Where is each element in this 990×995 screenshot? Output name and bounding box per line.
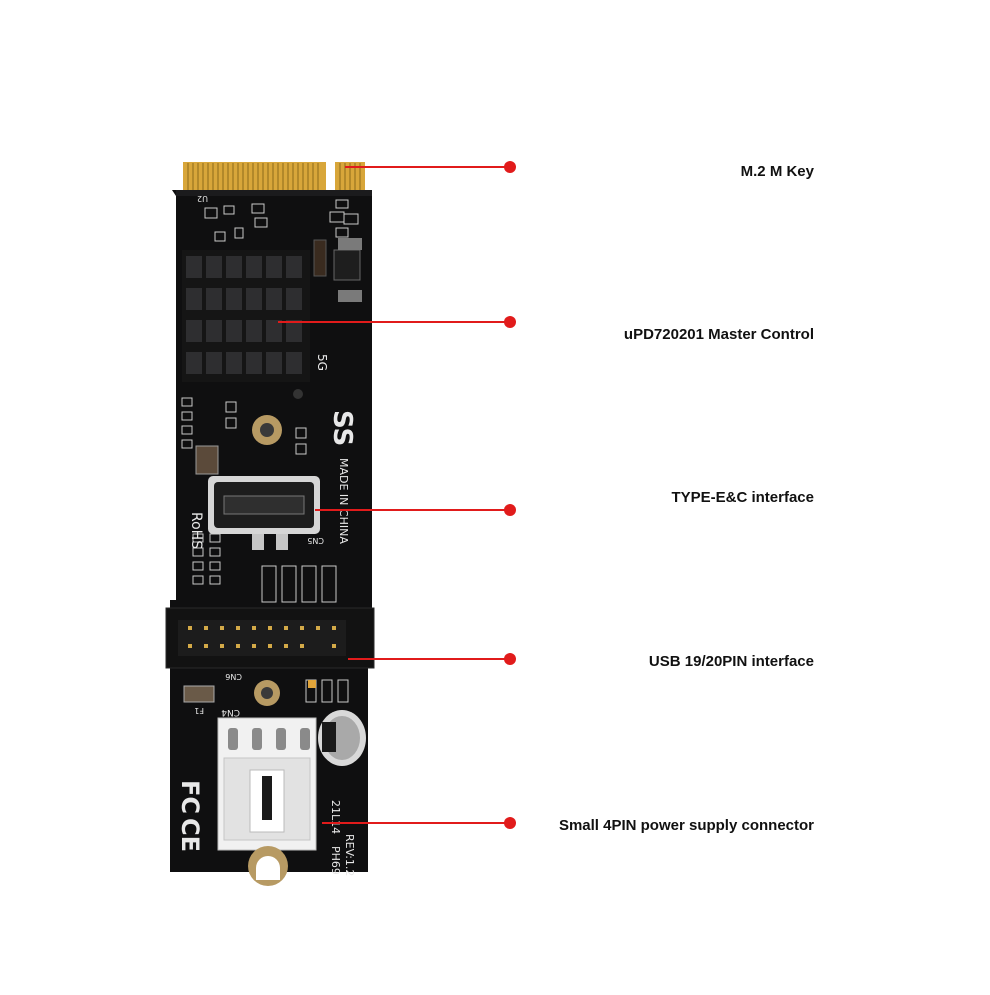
electrolytic-capacitor [318,710,366,766]
silkscreen-cn5: CN5 [307,536,324,545]
svg-text:CE: CE [176,818,204,852]
callout-dot-4pin [504,817,516,829]
mounting-hole-middle [254,680,280,706]
callout-dots [504,161,516,829]
silkscreen-rohs: RoHS [188,512,204,549]
mounting-hole-top [252,415,282,445]
m2-gold-edge-connector [183,160,365,194]
inductor [313,239,327,277]
callout-label-4pin: Small 4PIN power supply connector [558,817,814,834]
svg-text:21L14: 21L14 [329,800,342,834]
via-hole [293,389,303,399]
svg-text:SS: SS [327,410,357,446]
ce-logo: CE [176,818,204,852]
callout-dot-20pin [504,653,516,665]
silkscreen-5g: 5G [315,354,329,371]
fuse-f1 [183,685,215,703]
smd-components-middle [181,397,337,603]
silkscreen-u2: U2 [197,194,208,203]
fcc-logo: FC [176,780,204,814]
silkscreen-model: PH69 [329,846,342,875]
callout-label-20pin: USB 19/20PIN interface [648,653,814,670]
svg-text:FC: FC [176,780,204,814]
callout-dot-m2-key [504,161,516,173]
svg-text:REV:1.2: REV:1.2 [343,834,356,876]
svg-text:RoHS: RoHS [188,512,204,549]
callout-label-m2-key: M.2 M Key [740,163,814,180]
type-e-connector [208,476,320,550]
callout-label-type-e: TYPE-E&C interface [671,489,814,506]
silkscreen-f1: F1 [194,706,204,715]
callout-dot-controller [504,316,516,328]
silkscreen-ss-logo: SS [327,410,357,446]
4pin-power-connector [217,717,317,851]
smd-components-top [204,199,359,242]
silkscreen-made-in: MADE IN CHINA [337,458,350,544]
silkscreen-part: 21L14 [329,800,342,834]
silkscreen-cn4: CN4 [221,707,240,717]
usb-20pin-header [165,607,375,669]
callout-label-controller: uPD720201 Master Control [623,326,814,343]
silkscreen-rev: REV:1.2 [343,834,356,876]
silkscreen-cn6: CN6 [225,672,242,681]
svg-text:MADE IN CHINA: MADE IN CHINA [337,458,350,544]
callout-lines [278,166,510,824]
capacitor-left [195,445,219,475]
capacitor-mid [338,290,362,302]
svg-text:PH69: PH69 [329,846,342,875]
svg-text:5G: 5G [315,354,329,371]
led [308,680,316,688]
callout-dot-type-e [504,504,516,516]
heatsink [182,250,310,382]
mounting-slot-bottom [248,846,288,886]
ic-chip-small [333,249,361,281]
capacitor-top [338,238,362,250]
